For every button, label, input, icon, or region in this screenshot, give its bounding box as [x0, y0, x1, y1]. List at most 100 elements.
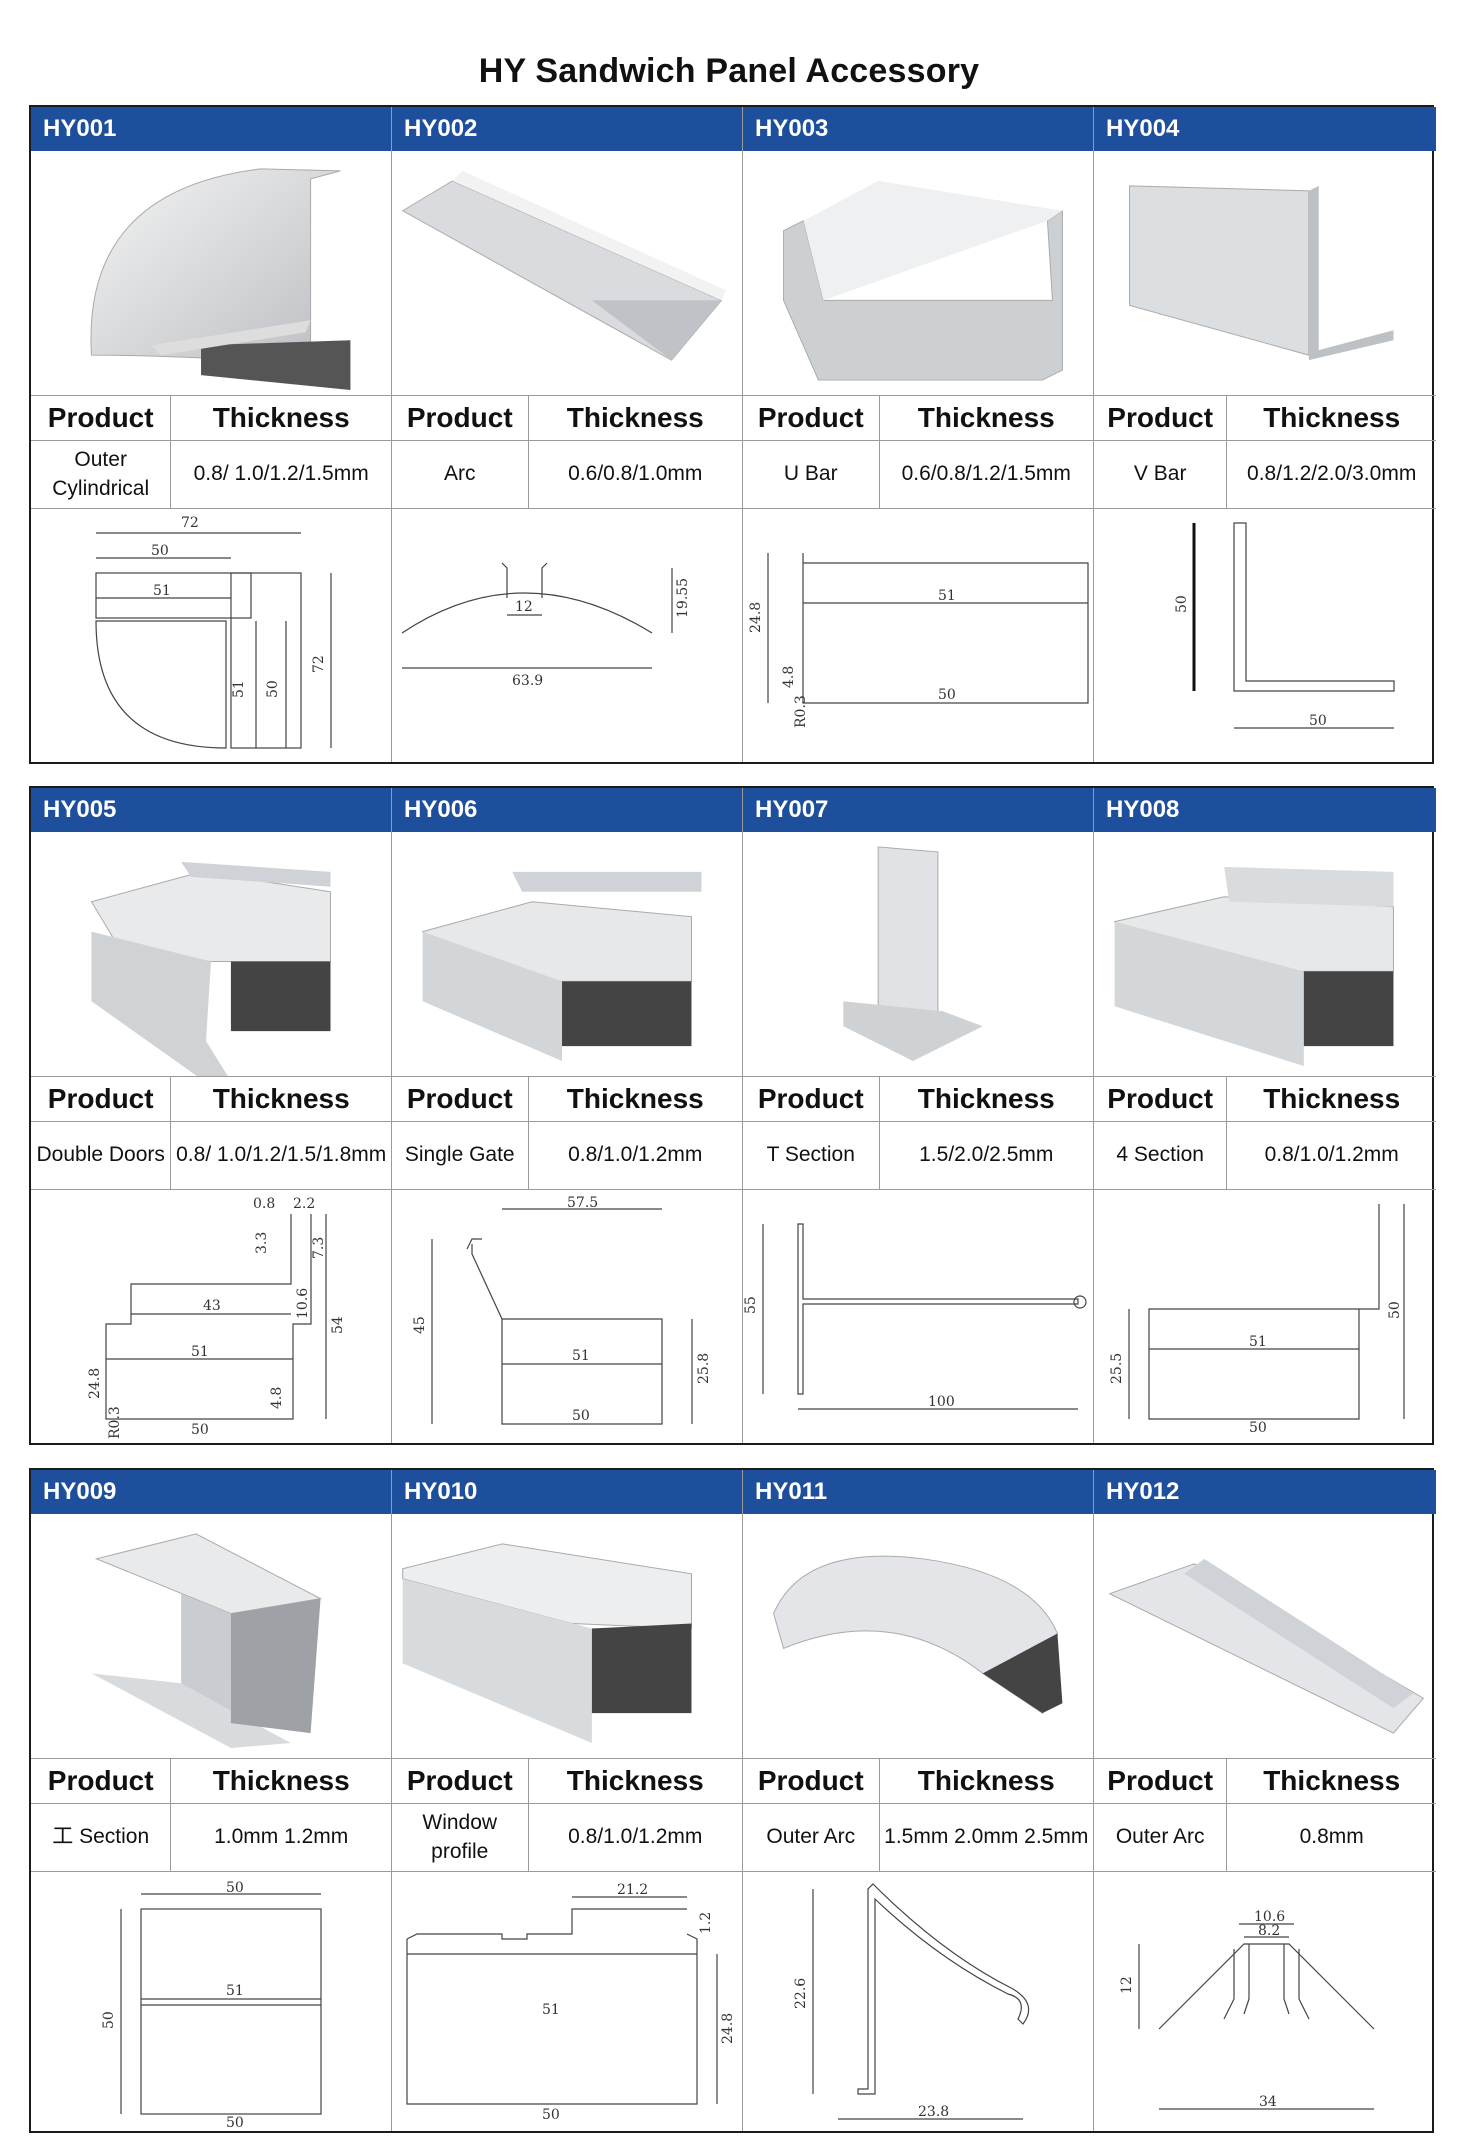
svg-text:21.2: 21.2	[617, 1882, 648, 1898]
svg-text:24.8: 24.8	[748, 602, 764, 633]
value-row: Outer Arc 0.8mm	[1094, 1804, 1436, 1872]
svg-text:50: 50	[542, 2107, 560, 2123]
product-code: HY005	[31, 788, 391, 832]
thickness-value: 0.6/0.8/1.2/1.5mm	[901, 462, 1071, 486]
product-photo	[392, 151, 742, 396]
thickness-value: 0.8/1.0/1.2mm	[1264, 1143, 1399, 1167]
page-title: HY Sandwich Panel Accessory	[478, 52, 980, 90]
svg-text:50: 50	[226, 1880, 244, 1896]
svg-text:51: 51	[191, 1344, 209, 1360]
svg-text:24.8: 24.8	[720, 2013, 736, 2044]
product-code: HY002	[392, 107, 742, 151]
product-name: Window profile	[392, 1804, 529, 1871]
svg-text:50: 50	[938, 687, 956, 703]
section-drawing: 55 100	[743, 1190, 1093, 1443]
product-code: HY010	[392, 1470, 742, 1514]
svg-text:10.6: 10.6	[1254, 1909, 1285, 1925]
product-photo	[392, 1514, 742, 1759]
svg-text:12: 12	[1119, 1976, 1135, 1994]
svg-text:50: 50	[1249, 1420, 1267, 1436]
value-row: T Section 1.5/2.0/2.5mm	[743, 1122, 1093, 1190]
section-drawing: 12 19.55 63.9	[392, 509, 742, 762]
svg-text:4.8: 4.8	[269, 1387, 285, 1409]
svg-text:51: 51	[938, 588, 956, 604]
svg-text:51: 51	[153, 583, 171, 599]
svg-text:R0.3: R0.3	[107, 1406, 123, 1439]
svg-text:50: 50	[265, 680, 281, 698]
thickness-value: 0.8/ 1.0/1.2/1.5mm	[193, 462, 369, 486]
product-code: HY008	[1094, 788, 1436, 832]
svg-text:19.55: 19.55	[675, 578, 691, 618]
product-photo	[31, 1514, 391, 1759]
section-drawing: 50 51 50 50	[31, 1872, 391, 2131]
section-drawing: 57.5 45 51 25.8 50	[392, 1190, 742, 1443]
product-name: T Section	[743, 1122, 880, 1189]
product-photo	[31, 151, 391, 396]
svg-text:10.6: 10.6	[295, 1288, 311, 1319]
svg-text:51: 51	[226, 1983, 244, 1999]
product-name: Single Gate	[392, 1122, 529, 1189]
svg-text:25.8: 25.8	[696, 1353, 712, 1384]
svg-text:7.3: 7.3	[311, 1237, 327, 1259]
svg-text:50: 50	[226, 2115, 244, 2131]
svg-text:22.6: 22.6	[793, 1978, 809, 2009]
svg-text:72: 72	[181, 515, 199, 531]
product-code: HY009	[31, 1470, 391, 1514]
thickness-value: 0.8/1.0/1.2mm	[568, 1825, 703, 1849]
product-photo	[743, 832, 1093, 1077]
svg-text:43: 43	[203, 1298, 221, 1314]
svg-text:63.9: 63.9	[512, 673, 543, 689]
section-drawing: 72 50 51 51 50 72	[31, 509, 391, 762]
product-name: Outer Arc	[743, 1804, 880, 1871]
svg-text:1.2: 1.2	[698, 1912, 714, 1934]
product-photo	[743, 1514, 1093, 1759]
thickness-value: 1.5/2.0/2.5mm	[919, 1143, 1054, 1167]
thickness-value: 0.6/0.8/1.0mm	[568, 462, 703, 486]
svg-text:100: 100	[928, 1394, 955, 1410]
svg-text:8.2: 8.2	[1258, 1923, 1280, 1939]
thickness-value: 0.8/ 1.0/1.2/1.5/1.8mm	[176, 1143, 387, 1167]
svg-text:51: 51	[1249, 1334, 1267, 1350]
product-code: HY006	[392, 788, 742, 832]
product-photo	[1094, 832, 1436, 1077]
svg-text:50: 50	[101, 2011, 117, 2029]
product-name: U Bar	[743, 441, 880, 508]
thickness-value: 1.0mm 1.2mm	[214, 1825, 349, 1849]
product-name: Outer Arc	[1094, 1804, 1228, 1871]
product-code: HY004	[1094, 107, 1436, 151]
thickness-value: 0.8/1.2/2.0/3.0mm	[1247, 462, 1417, 486]
product-code: HY012	[1094, 1470, 1436, 1514]
svg-text:50: 50	[572, 1408, 590, 1424]
product-photo	[1094, 1514, 1436, 1759]
svg-text:12: 12	[515, 599, 533, 615]
value-row: Window profile 0.8/1.0/1.2mm	[392, 1804, 742, 1872]
product-code: HY011	[743, 1470, 1093, 1514]
svg-text:50: 50	[1174, 595, 1190, 613]
section-drawing: 50 51 25.5 50	[1094, 1190, 1436, 1443]
thickness-value: 0.8mm	[1299, 1825, 1364, 1849]
section-drawing: 0.8 2.2 3.3 7.3 43 10.6 54 24.8 51 4.8 R…	[31, 1190, 391, 1443]
product-name: Double Doors	[31, 1122, 172, 1189]
svg-text:54: 54	[330, 1316, 346, 1334]
section-drawing: 10.6 8.2 12 34	[1094, 1872, 1436, 2131]
